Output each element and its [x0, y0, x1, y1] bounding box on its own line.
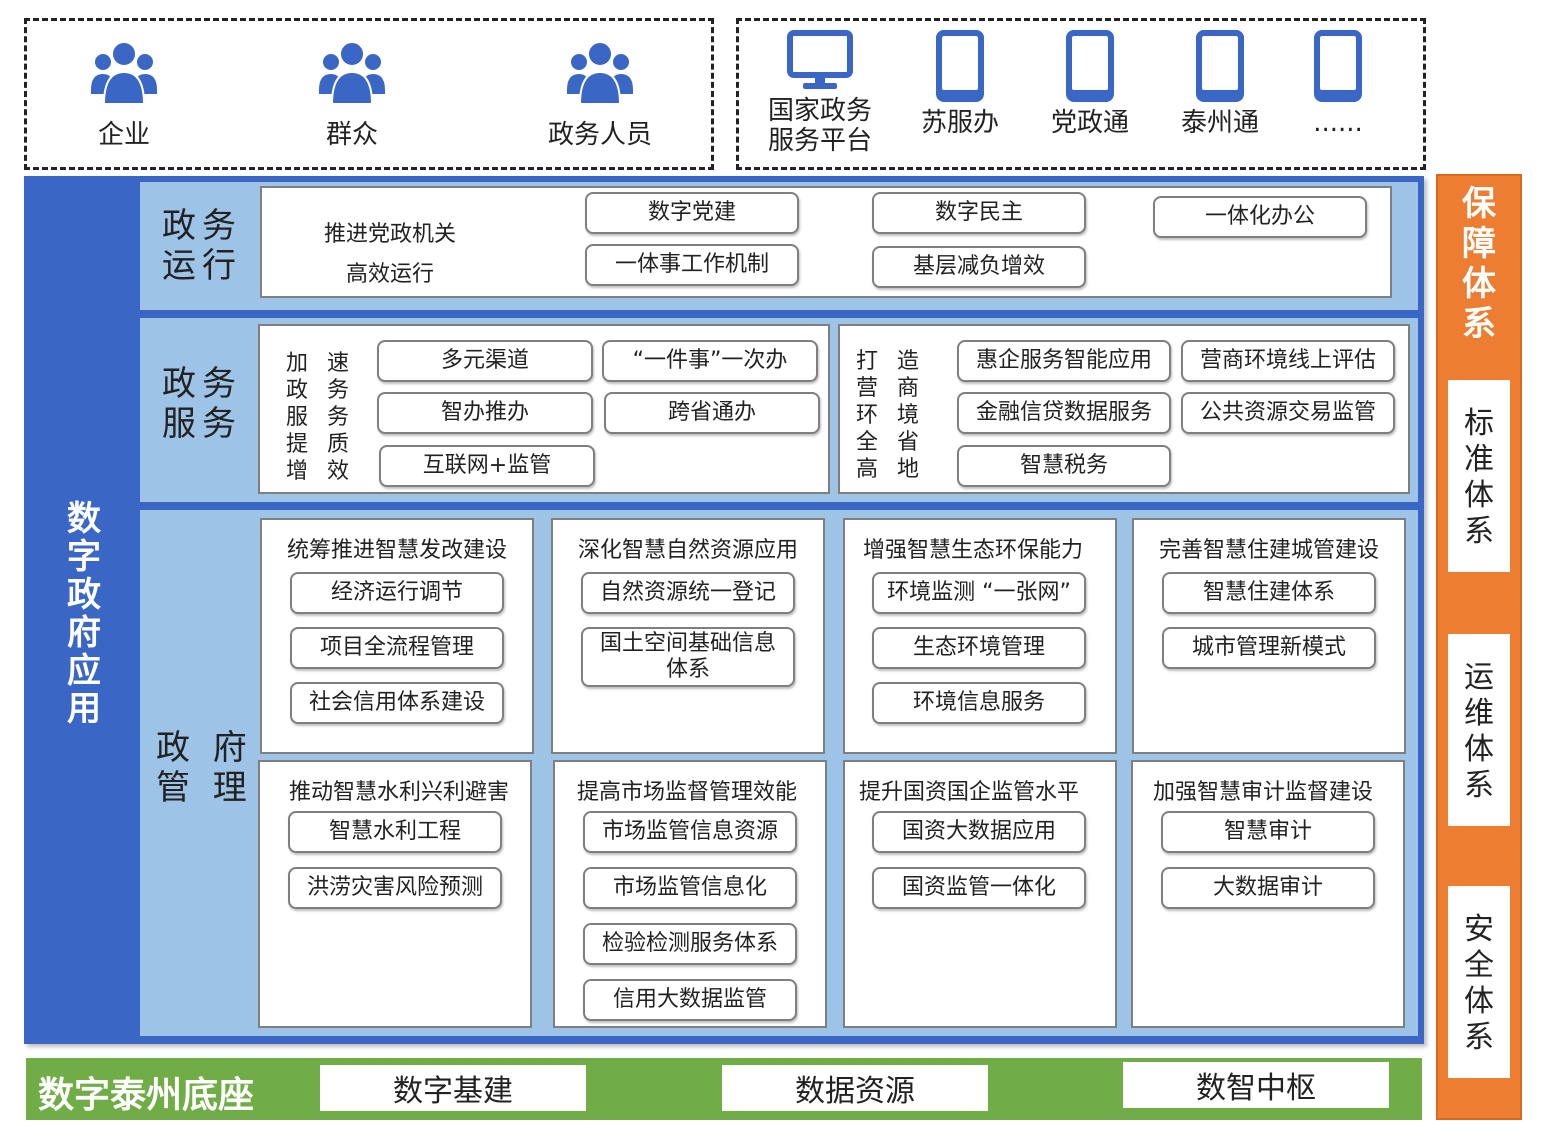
management-group-title: 推动智慧水利兴利避害: [288, 780, 509, 805]
terminal-taizhoutong: 泰州通: [1170, 30, 1270, 138]
service-right-intro: 打 造 营 商 环 境 全 省 高 地: [856, 349, 925, 482]
management-item: 国资监管一体化: [872, 867, 1086, 909]
management-group-title: 加强智慧审计监督建设: [1152, 780, 1373, 805]
management-item: 生态环境管理: [872, 627, 1086, 669]
terminal-more: ......: [1288, 30, 1388, 138]
guarantee-item: 标准体系: [1448, 380, 1510, 572]
terminal-label: 国家政务 服务平台: [767, 96, 872, 156]
operation-intro-line1: 推进党政机关: [323, 222, 456, 247]
service-item: 公共资源交易监管: [1181, 392, 1395, 434]
operation-item: 一体事工作机制: [585, 244, 799, 286]
management-title: 政 府 管 理: [156, 728, 253, 808]
service-item: 惠企服务智能应用: [957, 340, 1171, 382]
terminal-label: 泰州通: [1180, 108, 1259, 138]
service-item: 智办推办: [377, 392, 593, 434]
management-group-title: 增强智慧生态环保能力: [862, 538, 1083, 563]
management-item: 洪涝灾害风险预测: [288, 867, 502, 909]
operation-item: 数字党建: [585, 192, 799, 234]
operation-item: 一体化办公: [1153, 196, 1367, 238]
base-item: 数字基建: [320, 1065, 586, 1111]
user-label: 群众: [325, 120, 378, 150]
management-item: 市场监管信息化: [583, 867, 797, 909]
terminal-sufuban: 苏服办: [910, 30, 1010, 138]
operation-intro-line2: 高效运行: [345, 262, 434, 287]
service-item: 互联网+监管: [379, 445, 595, 487]
people-group-icon: [567, 41, 633, 105]
terminal-dangzhengtong: 党政通: [1040, 30, 1140, 138]
people-group-icon: [319, 41, 385, 105]
management-item: 自然资源统一登记: [581, 572, 795, 614]
service-item: 多元渠道: [377, 340, 593, 382]
terminal-label: 苏服办: [920, 108, 999, 138]
service-item: “一件事”一次办: [602, 340, 818, 382]
management-item: 社会信用体系建设: [290, 682, 504, 724]
terminal-national-platform: 国家政务 服务平台: [760, 30, 880, 156]
management-item: 大数据审计: [1161, 867, 1375, 909]
service-item: 营商环境线上评估: [1181, 340, 1395, 382]
management-item: 智慧住建体系: [1162, 572, 1376, 614]
management-item: 信用大数据监管: [583, 979, 797, 1021]
management-group-title: 深化智慧自然资源应用: [577, 538, 798, 563]
user-public: 群众: [272, 38, 432, 151]
tablet-icon: [936, 30, 984, 102]
service-title: 政务 服务: [162, 364, 242, 444]
management-item: 国资大数据应用: [872, 811, 1086, 853]
service-item: 金融信贷数据服务: [957, 392, 1171, 434]
base-item: 数据资源: [722, 1065, 988, 1111]
user-label: 政务人员: [547, 120, 652, 150]
service-item: 跨省通办: [604, 392, 820, 434]
management-item: 检验检测服务体系: [583, 923, 797, 965]
apps-title: 数字政府应用: [67, 499, 101, 729]
user-government-staff: 政务人员: [520, 38, 680, 151]
management-item: 城市管理新模式: [1162, 627, 1376, 669]
management-item: 国土空间基础信息 体系: [581, 627, 795, 687]
management-item: 经济运行调节: [290, 572, 504, 614]
management-group-title: 完善智慧住建城管建设: [1158, 538, 1379, 563]
management-item: 项目全流程管理: [290, 627, 504, 669]
user-enterprise: 企业: [44, 38, 204, 151]
tablet-icon: [1066, 30, 1114, 102]
guarantee-item: 运维体系: [1448, 634, 1510, 826]
terminal-label: ......: [1313, 108, 1363, 138]
management-item: 环境监测 “一张网”: [872, 572, 1086, 614]
management-item: 市场监管信息资源: [583, 811, 797, 853]
operation-item: 基层减负增效: [872, 246, 1086, 288]
management-group-title: 统筹推进智慧发改建设: [286, 538, 507, 563]
monitor-icon: [787, 30, 853, 89]
management-item: 智慧审计: [1161, 811, 1375, 853]
tablet-icon: [1314, 30, 1362, 102]
guarantee-title: 保障体系: [1462, 184, 1496, 344]
management-item: 智慧水利工程: [288, 811, 502, 853]
management-item: 环境信息服务: [872, 682, 1086, 724]
base-title: 数字泰州底座: [38, 1075, 255, 1116]
operation-item: 数字民主: [872, 192, 1086, 234]
management-group-title: 提升国资国企监管水平: [858, 780, 1079, 805]
service-item: 智慧税务: [957, 445, 1171, 487]
people-group-icon: [91, 41, 157, 105]
guarantee-item: 安全体系: [1448, 886, 1510, 1078]
service-left-intro: 加 速 政 务 服 务 提 质 增 效: [286, 351, 355, 484]
terminal-label: 党政通: [1050, 108, 1129, 138]
user-label: 企业: [97, 120, 150, 150]
operation-title: 政务 运行: [162, 206, 242, 286]
management-group-title: 提高市场监督管理效能: [576, 780, 797, 805]
base-item: 数智中枢: [1123, 1062, 1389, 1108]
tablet-icon: [1196, 30, 1244, 102]
